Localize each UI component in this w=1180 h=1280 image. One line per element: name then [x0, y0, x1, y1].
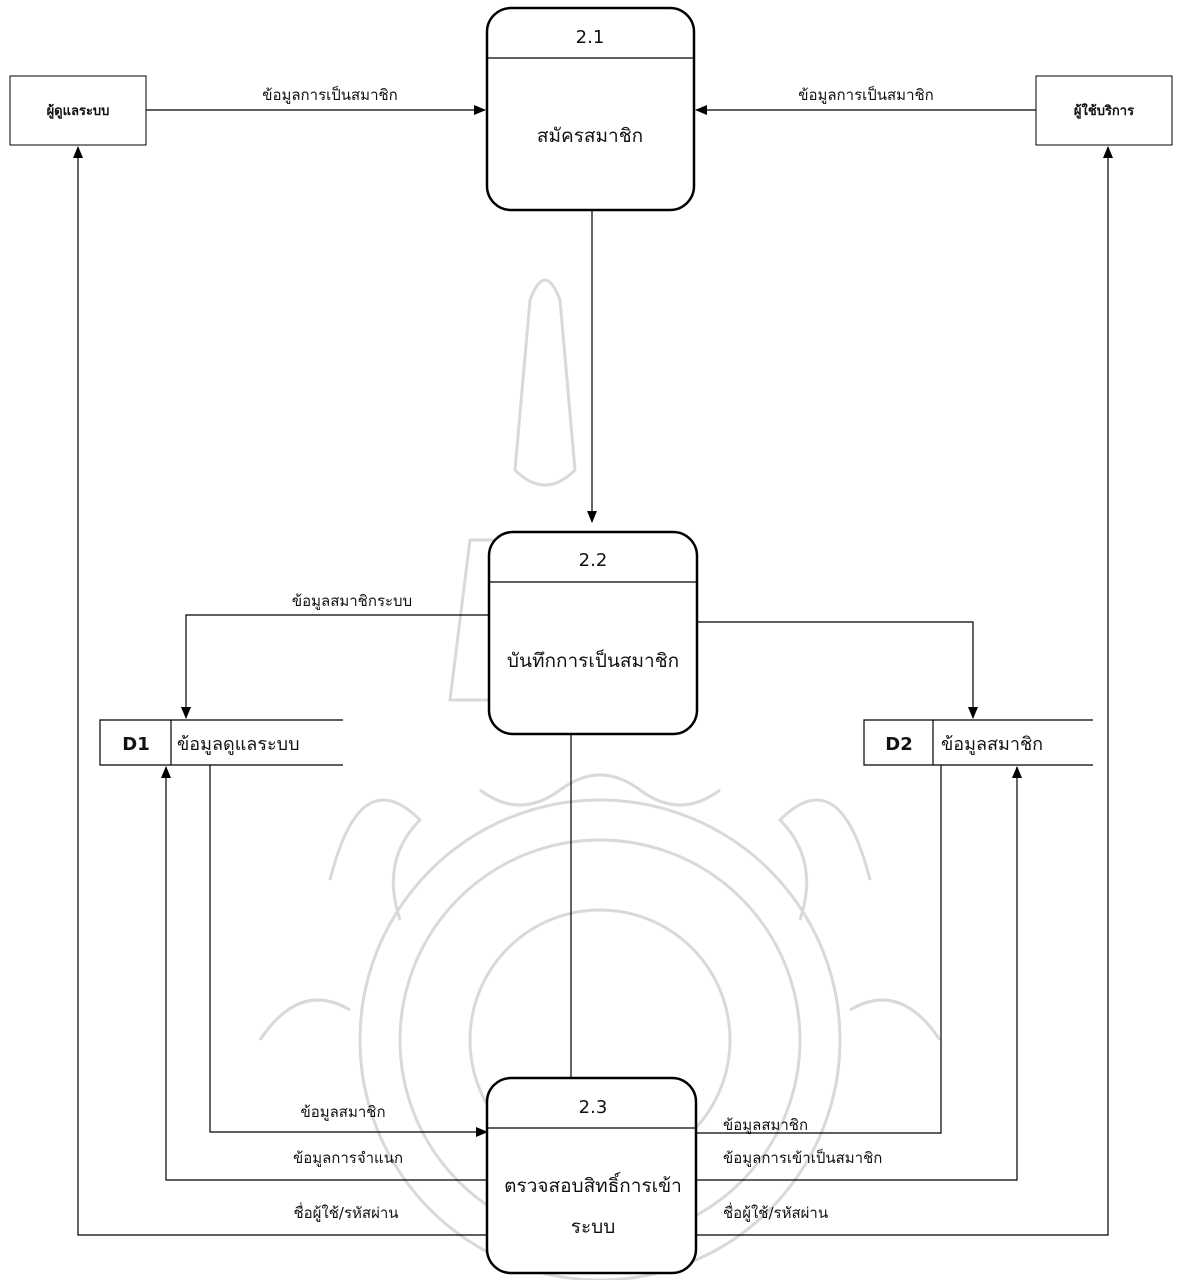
entity-admin-label: ผู้ดูแลระบบ — [47, 103, 110, 119]
flow-2-3-to-d2-label: ข้อมูลการเข้าเป็นสมาชิก — [723, 1148, 882, 1167]
process-2-2-id: 2.2 — [579, 550, 608, 571]
flow-user-to-2-1-label: ข้อมูลการเป็นสมาชิก — [798, 85, 934, 104]
flow-2-3-to-d1-label: ข้อมูลการจำแนก — [293, 1149, 403, 1167]
flow-admin-to-2-1: ข้อมูลการเป็นสมาชิก — [146, 85, 486, 115]
flow-2-3-to-d2: ข้อมูลการเข้าเป็นสมาชิก — [696, 766, 1022, 1181]
flow-d1-to-2-3-label: ข้อมูลสมาชิก — [300, 1103, 385, 1121]
flow-2-3-to-d1: ข้อมูลการจำแนก — [161, 766, 487, 1181]
flow-2-3-to-user: ชื่อผู้ใช้/รหัสผ่าน — [696, 146, 1113, 1236]
flow-2-3-to-user-label: ชื่อผู้ใช้/รหัสผ่าน — [723, 1202, 828, 1222]
process-2-3-id: 2.3 — [579, 1097, 608, 1118]
entity-admin: ผู้ดูแลระบบ — [9, 75, 147, 146]
process-2-1: 2.1 สมัครสมาชิก — [485, 6, 696, 212]
process-2-3: 2.3 ตรวจสอบสิทธิ์การเข้า ระบบ — [485, 1076, 698, 1275]
datastore-d2-id: D2 — [885, 734, 912, 755]
process-2-3-name-line2: ระบบ — [571, 1216, 616, 1238]
flow-admin-to-2-1-label: ข้อมูลการเป็นสมาชิก — [262, 85, 398, 104]
datastore-d1-name: ข้อมูลดูแลระบบ — [177, 734, 300, 755]
datastore-d2: D2 ข้อมูลสมาชิก — [863, 719, 1093, 766]
datastore-d2-name: ข้อมูลสมาชิก — [941, 734, 1043, 755]
process-2-2: 2.2 บันทึกการเป็นสมาชิก — [487, 530, 699, 736]
flow-d1-to-2-3: ข้อมูลสมาชิก — [209, 765, 488, 1137]
flow-2-3-to-admin: ชื่อผู้ใช้/รหัสผ่าน — [73, 146, 487, 1236]
flow-user-to-2-1: ข้อมูลการเป็นสมาชิก — [695, 85, 1036, 115]
flow-d2-to-2-3: ข้อมูลสมาชิก — [696, 765, 942, 1134]
datastore-d1: D1 ข้อมูลดูแลระบบ — [99, 719, 343, 766]
process-2-2-name: บันทึกการเป็นสมาชิก — [507, 648, 679, 672]
entity-user: ผู้ใช้บริการ — [1035, 75, 1173, 146]
flow-2-2-to-d1: ข้อมูลสมาชิกระบบ — [181, 592, 489, 719]
flow-2-3-to-admin-label: ชื่อผู้ใช้/รหัสผ่าน — [293, 1202, 398, 1222]
datastore-d1-id: D1 — [122, 734, 149, 755]
process-2-1-id: 2.1 — [576, 27, 605, 48]
process-2-3-name-line1: ตรวจสอบสิทธิ์การเข้า — [504, 1171, 682, 1197]
process-2-1-name: สมัครสมาชิก — [537, 125, 643, 147]
flow-2-2-to-d1-label: ข้อมูลสมาชิกระบบ — [292, 592, 412, 610]
flow-d2-to-2-3-label: ข้อมูลสมาชิก — [723, 1116, 808, 1134]
flow-2-2-to-d2 — [697, 621, 978, 719]
entity-user-label: ผู้ใช้บริการ — [1074, 102, 1134, 119]
